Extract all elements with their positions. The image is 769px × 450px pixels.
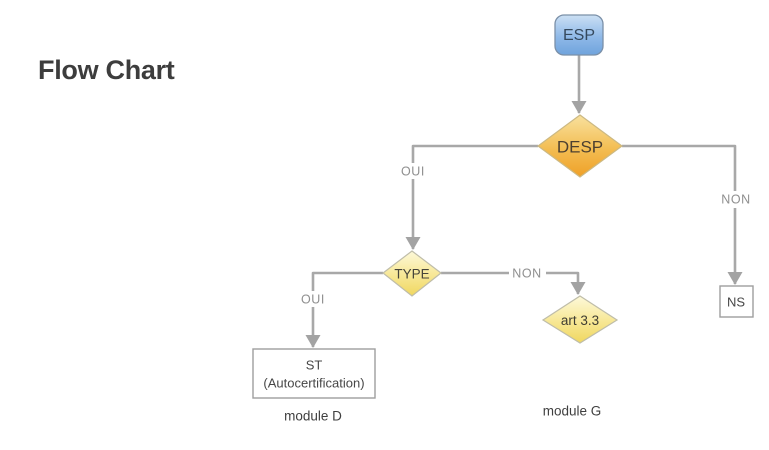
edge-labels: OUI NON OUI NON (298, 163, 755, 307)
ns-node-label: NS (727, 295, 745, 310)
st-node-shape (252, 348, 376, 399)
edge-type-to-art33 (441, 271, 586, 295)
node-ns: NS (719, 285, 754, 318)
desp-node-label: DESP (557, 138, 603, 157)
page-title: Flow Chart (38, 55, 175, 85)
edge-label-text: NON (721, 193, 751, 207)
edge-label-text: NON (512, 267, 542, 281)
edge-desp-to-type (405, 144, 538, 250)
ns-node-shape (719, 285, 754, 318)
esp-node-shape (554, 14, 604, 56)
node-type: TYPE (382, 250, 442, 297)
edge-desp-to-ns (622, 144, 743, 285)
node-art33: art 3.3 (541, 295, 619, 344)
edge-type-to-st (305, 271, 383, 348)
edge-label-desp-oui: OUI (399, 163, 428, 179)
edge-label-type-non: NON (509, 265, 546, 281)
node-esp: ESP (554, 14, 604, 56)
type-node-shape (382, 250, 442, 297)
desp-node-shape (536, 114, 624, 178)
type-node-label: TYPE (394, 267, 429, 282)
edge-label-text: OUI (401, 165, 425, 179)
module-d-label: module D (284, 409, 342, 424)
edge-label-desp-non: NON (718, 191, 755, 208)
edge-label-text: OUI (301, 293, 325, 307)
art33-node-shape (541, 295, 619, 344)
art33-node-label: art 3.3 (561, 313, 599, 328)
edge-label-type-oui: OUI (298, 291, 327, 307)
st-node-label-line2: (Autocertification) (263, 376, 364, 391)
node-st: ST (Autocertification) (252, 348, 376, 399)
edges (305, 55, 743, 348)
node-desp: DESP (536, 114, 624, 178)
st-node-label-line1: ST (306, 358, 323, 373)
esp-node-label: ESP (563, 27, 595, 44)
module-g-label: module G (543, 404, 602, 419)
